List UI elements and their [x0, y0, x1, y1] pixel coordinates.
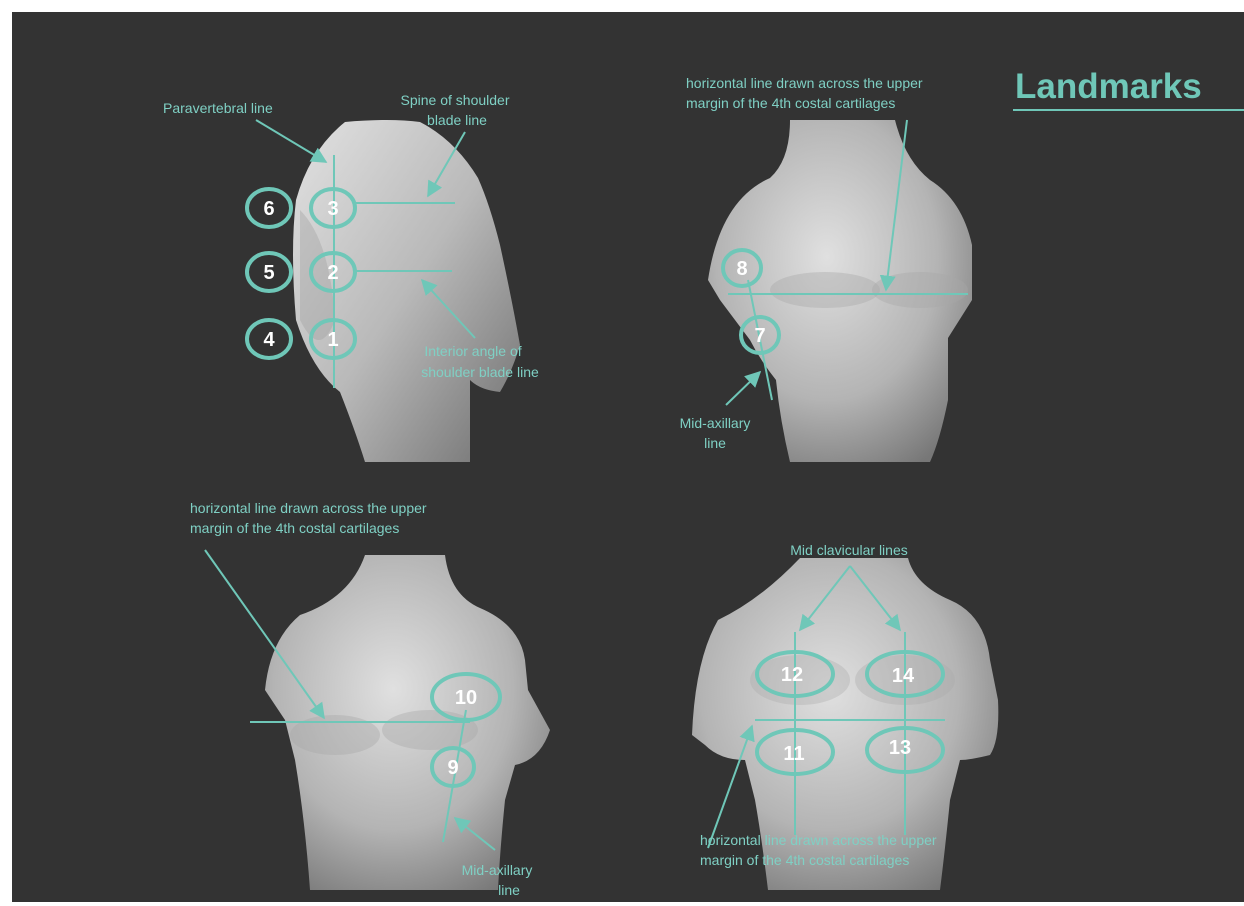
landmark-4: 4	[247, 320, 291, 358]
pec-shadow-right	[382, 710, 478, 750]
label-fourth-costal: margin of the 4th costal cartilages	[700, 852, 909, 868]
landmark-5: 5	[247, 253, 291, 291]
svg-text:4: 4	[263, 329, 275, 351]
svg-text:12: 12	[781, 664, 803, 686]
svg-text:11: 11	[783, 743, 804, 765]
label-mid-axillary: Mid-axillary	[680, 415, 751, 431]
label-mid-axillary: Mid-axillary	[462, 862, 533, 878]
svg-text:14: 14	[892, 665, 915, 687]
svg-text:5: 5	[263, 262, 274, 284]
panel-front-right-view: Mid clavicular lines horizontal line dra…	[692, 542, 998, 890]
panel-back-view: Paravertebral line Spine of shoulder bla…	[163, 92, 539, 462]
label-line: line	[704, 435, 726, 451]
pec-shadow-left	[770, 272, 880, 308]
label-spine-of-shoulder: Spine of shoulder	[401, 92, 510, 108]
axillary-arrow	[726, 372, 760, 405]
svg-text:3: 3	[327, 198, 338, 220]
label-horizontal-line: horizontal line drawn across the upper	[700, 832, 937, 848]
svg-text:10: 10	[455, 687, 477, 709]
svg-text:8: 8	[736, 258, 747, 280]
landmark-6: 6	[247, 189, 291, 227]
label-horizontal-line: horizontal line drawn across the upper	[686, 75, 923, 91]
svg-text:1: 1	[327, 329, 338, 351]
label-shoulder-blade-line: shoulder blade line	[421, 364, 539, 380]
label-blade-line: blade line	[427, 112, 487, 128]
paravertebral-arrow	[256, 120, 326, 162]
label-interior-angle: Interior angle of	[424, 343, 521, 359]
svg-text:2: 2	[327, 262, 338, 284]
svg-text:6: 6	[263, 198, 274, 220]
diagram-canvas: Landmarks Paravertebral line Spine of sh…	[12, 12, 1244, 902]
label-fourth-costal: margin of the 4th costal cartilages	[686, 95, 895, 111]
label-paravertebral-line: Paravertebral line	[163, 100, 273, 116]
label-fourth-costal: margin of the 4th costal cartilages	[190, 520, 399, 536]
label-mid-clavicular-lines: Mid clavicular lines	[790, 542, 907, 558]
svg-text:9: 9	[447, 757, 458, 779]
label-line: line	[498, 882, 520, 898]
svg-text:7: 7	[754, 325, 765, 347]
page-title: Landmarks	[1015, 67, 1202, 106]
panel-front-left-view: horizontal line drawn across the upper m…	[190, 500, 550, 898]
panel-side-view: horizontal line drawn across the upper m…	[680, 75, 972, 462]
landmarks-diagram: Landmarks Paravertebral line Spine of sh…	[12, 12, 1244, 902]
svg-text:13: 13	[889, 737, 911, 759]
label-horizontal-line: horizontal line drawn across the upper	[190, 500, 427, 516]
